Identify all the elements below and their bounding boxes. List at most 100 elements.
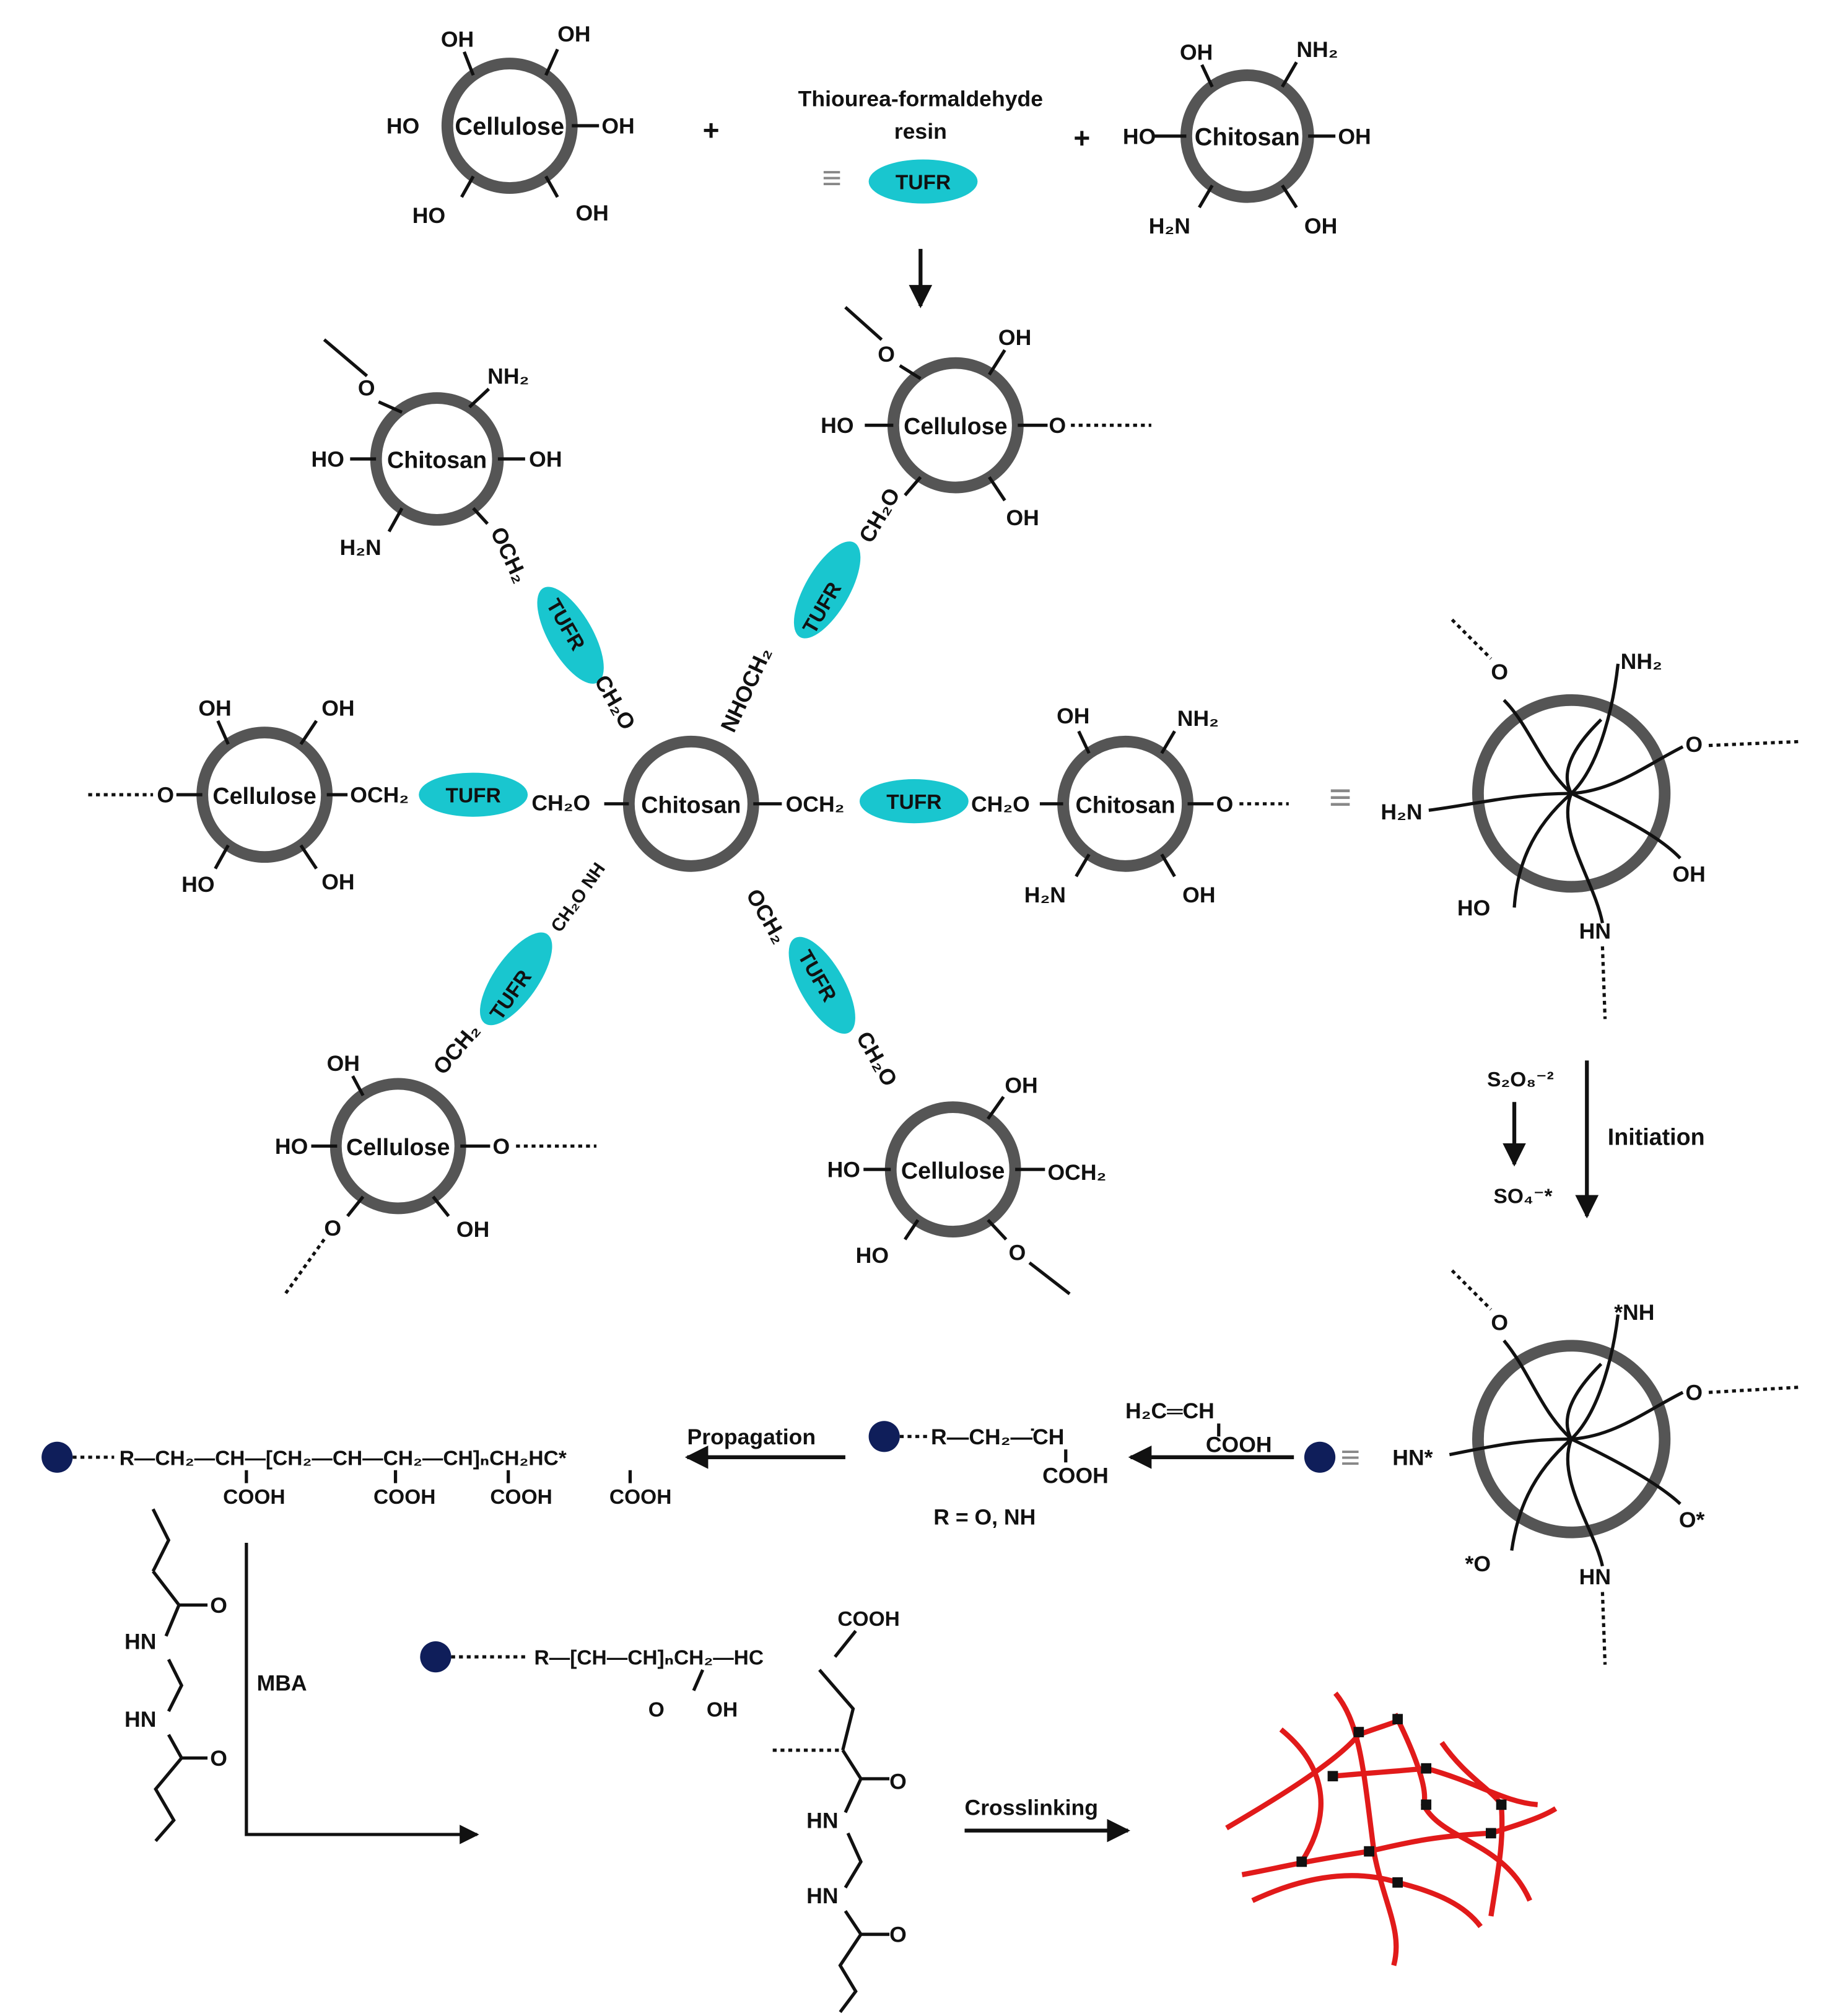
linker-left: OCH₂ TUFR CH₂O <box>326 772 629 817</box>
svg-text:Propagation: Propagation <box>687 1425 816 1449</box>
svg-text:COOH: COOH <box>837 1608 899 1631</box>
svg-text:resin: resin <box>894 119 947 144</box>
radical-unit: R—CH₂—̇CH COOH R = O, NH <box>868 1421 1109 1530</box>
svg-text:Crosslinking: Crosslinking <box>964 1796 1097 1820</box>
svg-text:O: O <box>1216 792 1234 816</box>
svg-text:OH: OH <box>529 447 562 472</box>
linker-bottom-right: OCH₂ TUFR CH₂O <box>741 884 902 1090</box>
svg-text:OH: OH <box>327 1051 360 1076</box>
svg-text:O: O <box>1491 1311 1508 1335</box>
svg-text:COOH: COOH <box>1042 1464 1109 1488</box>
svg-text:HN: HN <box>1579 1564 1611 1589</box>
svg-text:HN: HN <box>806 1808 838 1833</box>
mba-crosslinker: O HN HN O MBA <box>124 1508 479 1844</box>
svg-text:O: O <box>210 1593 227 1618</box>
svg-text:OH: OH <box>707 1698 738 1721</box>
svg-text:CH₂O: CH₂O <box>852 1028 902 1091</box>
svg-text:NH₂: NH₂ <box>487 364 529 389</box>
svg-text:≡: ≡ <box>1341 1439 1361 1477</box>
svg-text:≡: ≡ <box>822 159 842 197</box>
cellulose-unit-left: Cellulose O OH OH HO OH <box>88 696 355 897</box>
svg-text:OH: OH <box>1338 124 1371 149</box>
svg-text:HN: HN <box>124 1630 156 1654</box>
initiation-step: S₂O₈⁻² SO₄⁻* Initiation <box>1487 1060 1705 1219</box>
chitosan-unit-right: Chitosan OH NH₂ O H₂N OH <box>1024 704 1289 907</box>
svg-text:HO: HO <box>275 1134 308 1159</box>
linker-top-left: OCH₂ TUFR CH₂O <box>486 523 640 734</box>
svg-text:O: O <box>1009 1241 1026 1265</box>
svg-text:OCH₂: OCH₂ <box>350 783 409 808</box>
svg-text:Cellulose: Cellulose <box>346 1134 450 1160</box>
svg-text:HO: HO <box>181 872 214 897</box>
svg-text:OH: OH <box>1006 505 1039 530</box>
svg-text:OCH₂: OCH₂ <box>486 523 533 587</box>
svg-text:O: O <box>1049 413 1066 438</box>
svg-text:HO: HO <box>821 413 853 438</box>
svg-text:OH: OH <box>1182 883 1215 907</box>
acrylic-acid-addition: H₂C═CH COOH <box>1125 1399 1294 1469</box>
svg-text:TUFR: TUFR <box>896 172 951 194</box>
svg-text:O: O <box>889 1769 907 1794</box>
svg-text:O: O <box>358 375 375 400</box>
svg-text:*NH: *NH <box>1614 1300 1654 1325</box>
svg-text:H₂N: H₂N <box>1381 800 1422 824</box>
svg-text:O: O <box>889 1922 907 1947</box>
bead-equivalence: ≡ <box>1304 1439 1360 1477</box>
plus-sign: + <box>703 114 720 146</box>
svg-text:H₂N: H₂N <box>340 535 382 560</box>
svg-text:COOH: COOH <box>490 1486 552 1509</box>
svg-text:MBA: MBA <box>257 1671 307 1696</box>
svg-text:OH: OH <box>601 114 634 139</box>
linker-top-right: NHOCH₂ TUFR CH₂O <box>716 484 905 736</box>
svg-text:R—CH₂—̇CH: R—CH₂—̇CH <box>931 1425 1064 1449</box>
cellulose-unit-bottom-right: Cellulose OH HO OCH₂ HO O <box>827 1073 1106 1296</box>
svg-text:O: O <box>878 342 895 367</box>
svg-text:OH: OH <box>1180 40 1213 64</box>
svg-text:COOH: COOH <box>609 1486 671 1509</box>
svg-text:Thiourea-formaldehyde: Thiourea-formaldehyde <box>798 87 1043 111</box>
svg-text:OH: OH <box>1672 862 1705 886</box>
svg-text:H₂N: H₂N <box>1149 214 1190 238</box>
svg-text:O: O <box>1685 732 1703 757</box>
svg-text:OH: OH <box>1304 214 1337 238</box>
svg-text:HO: HO <box>856 1243 889 1268</box>
svg-text:CH₂O: CH₂O <box>854 484 905 547</box>
hydrogel-network <box>1225 1691 1558 1966</box>
svg-text:NHOCH₂: NHOCH₂ <box>716 644 777 736</box>
svg-text:O: O <box>1491 660 1508 684</box>
svg-text:H₂C═CH: H₂C═CH <box>1125 1399 1215 1423</box>
reactant-chitosan: Chitosan OH NH₂ HO OH H₂N OH <box>1123 37 1371 238</box>
svg-text:Cellulose: Cellulose <box>455 113 564 141</box>
svg-text:Cellulose: Cellulose <box>901 1158 1005 1184</box>
svg-text:HO: HO <box>827 1158 860 1182</box>
svg-text:OH: OH <box>198 696 231 720</box>
svg-text:HO: HO <box>1123 124 1156 149</box>
svg-text:O: O <box>324 1216 341 1241</box>
svg-text:OCH₂: OCH₂ <box>786 792 845 816</box>
svg-text:H₂N: H₂N <box>1024 883 1066 907</box>
svg-text:Chitosan: Chitosan <box>1076 792 1176 818</box>
svg-text:R—CH₂—CH—[CH₂—CH—CH₂—CH]ₙCH₂HC: R—CH₂—CH—[CH₂—CH—CH₂—CH]ₙCH₂HC* <box>120 1447 567 1470</box>
svg-text:CH₂O: CH₂O <box>590 671 640 734</box>
svg-text:OCH₂: OCH₂ <box>1047 1160 1106 1185</box>
svg-text:OH: OH <box>1005 1073 1037 1098</box>
svg-text:HN: HN <box>806 1883 838 1908</box>
svg-text:Chitosan: Chitosan <box>1195 123 1300 151</box>
equivalent-sign: ≡ <box>1329 775 1352 819</box>
svg-text:O: O <box>648 1698 665 1721</box>
matrix-sphere-radical: O *NH O HN* O* *O HN <box>1392 1269 1800 1665</box>
chitosan-unit-top-left: Chitosan O NH₂ HO OH H₂N <box>311 338 562 560</box>
svg-text:TUFR: TUFR <box>886 791 941 814</box>
svg-text:O: O <box>493 1134 510 1159</box>
svg-text:OH: OH <box>321 696 354 720</box>
svg-text:NH₂: NH₂ <box>1177 706 1219 731</box>
svg-text:HN*: HN* <box>1392 1445 1433 1470</box>
cellulose-unit-bottom-left: Cellulose OH HO O O OH <box>275 1051 597 1295</box>
svg-text:S₂O₈⁻²: S₂O₈⁻² <box>1487 1068 1554 1091</box>
svg-text:Chitosan: Chitosan <box>641 792 741 818</box>
svg-text:OH: OH <box>576 201 609 225</box>
svg-text:HN: HN <box>1579 919 1611 944</box>
svg-text:Cellulose: Cellulose <box>904 413 1007 439</box>
svg-text:OH: OH <box>456 1217 489 1242</box>
